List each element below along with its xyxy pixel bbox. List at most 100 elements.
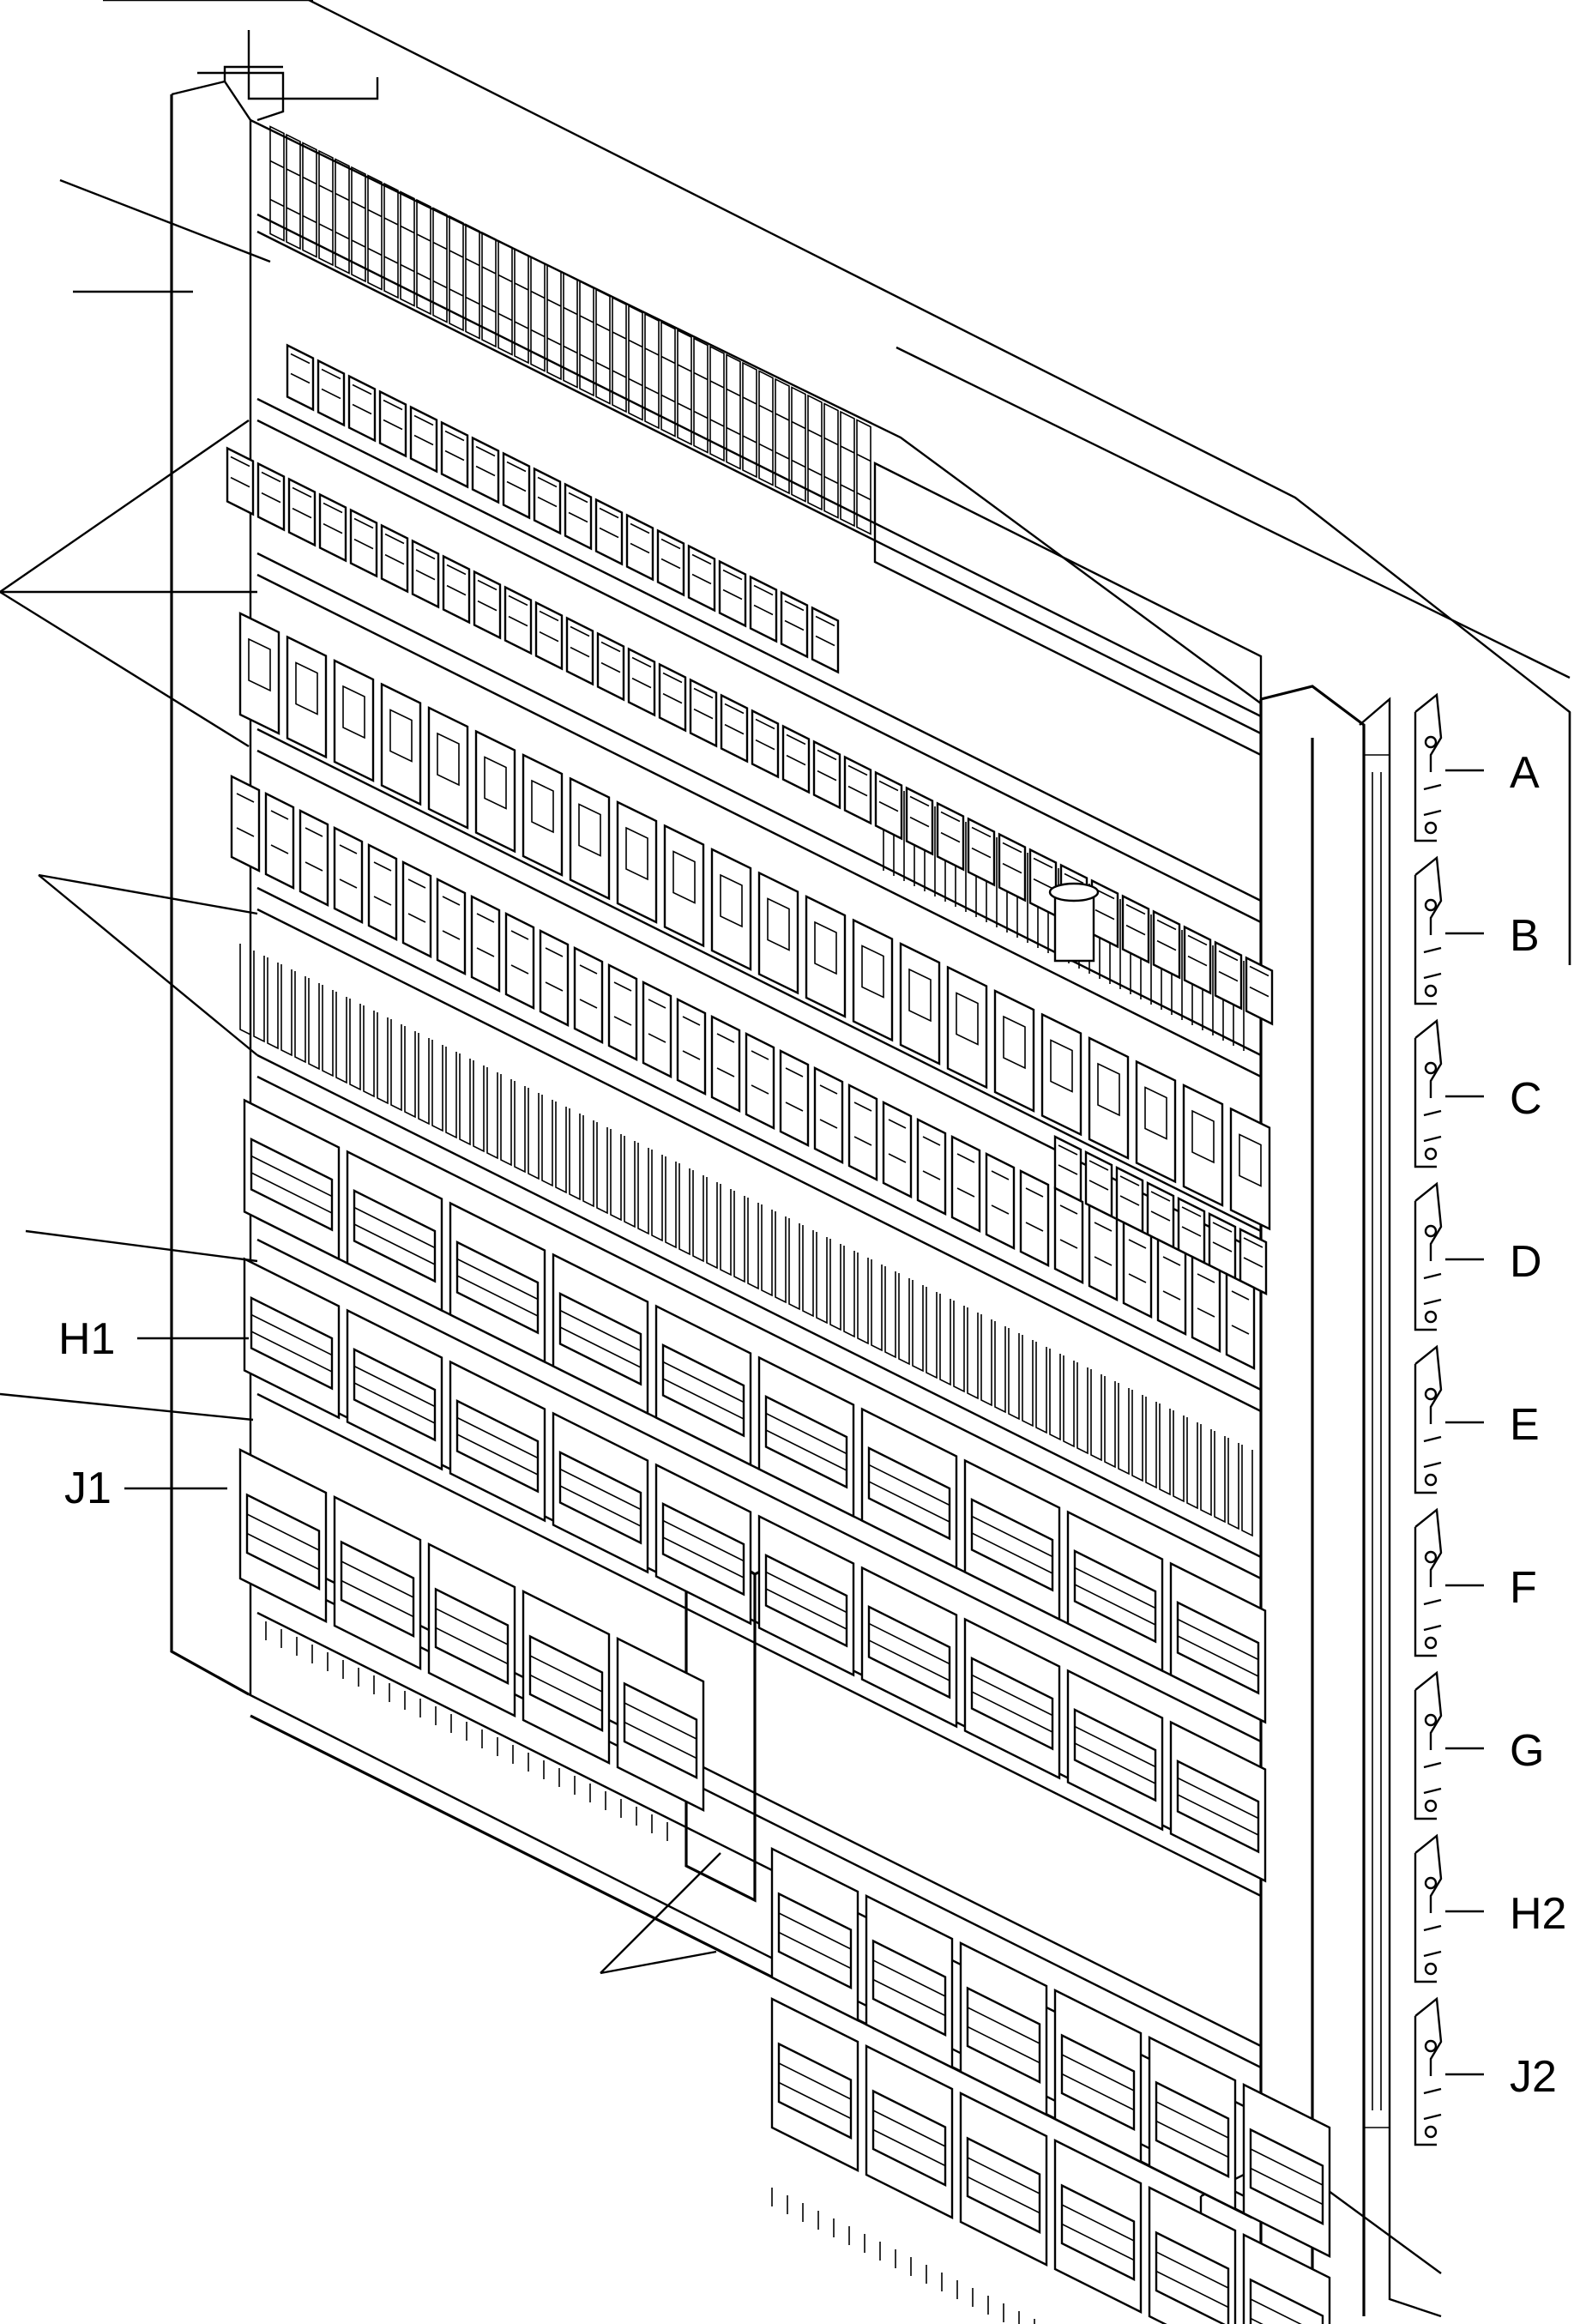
io-detail (778, 1912, 852, 1970)
terminal-block (546, 263, 562, 381)
io-module (449, 1201, 546, 1364)
io-detail (456, 1258, 539, 1317)
relay-detail (724, 703, 745, 735)
module (852, 918, 894, 1042)
module (663, 824, 705, 948)
module (1182, 1084, 1224, 1207)
terminal (994, 1321, 1006, 1414)
module-window (672, 850, 696, 904)
device (436, 878, 467, 975)
io-row-8b (770, 1847, 1331, 2258)
top-bracket (197, 65, 285, 122)
terminal-block (416, 198, 431, 316)
module (286, 635, 328, 759)
io-detail (456, 1416, 539, 1476)
io-module (1066, 1510, 1164, 1673)
device (779, 1049, 810, 1147)
device-detail (853, 1102, 872, 1146)
device (710, 1015, 741, 1113)
io-module (770, 1997, 859, 2172)
device (1156, 1238, 1187, 1336)
terminal (1022, 1335, 1034, 1428)
module-window (1144, 1086, 1167, 1140)
io-detail (529, 1655, 603, 1712)
device (1019, 1169, 1050, 1267)
device (985, 1152, 1016, 1250)
io-module (346, 1150, 443, 1313)
rail-5 (256, 886, 1262, 1391)
terminal (816, 1232, 828, 1325)
terminal-block (791, 386, 806, 503)
leader-4 (0, 420, 257, 748)
terminal (445, 1047, 457, 1139)
terminal-block (709, 345, 725, 462)
bracket-shape (1414, 1996, 1443, 2146)
terminal (1131, 1390, 1143, 1482)
io-module (1242, 2083, 1331, 2258)
device (401, 860, 432, 958)
relay (751, 709, 780, 779)
relay-detail (940, 811, 961, 843)
module-window (295, 661, 318, 715)
device-detail (510, 930, 529, 975)
relay (812, 739, 841, 810)
relay (718, 559, 747, 628)
terminal-block (481, 231, 497, 348)
terminal (294, 971, 306, 1064)
terminal-block (432, 207, 448, 323)
rail-3b (256, 573, 1262, 1078)
io-detail (435, 1608, 509, 1665)
terminal (871, 1259, 883, 1352)
bracket-hole (1424, 1876, 1438, 1890)
relay-detail (290, 353, 311, 384)
io-module (860, 1407, 958, 1570)
module-window (1097, 1062, 1120, 1117)
io-detail (624, 1702, 697, 1760)
io-module (860, 1566, 958, 1729)
terminal (678, 1163, 690, 1256)
label-c: C (1510, 1074, 1542, 1124)
terminal-block (465, 223, 480, 340)
relay-detail (537, 476, 558, 508)
terminal (761, 1204, 773, 1297)
relay (256, 462, 286, 532)
relay (1245, 956, 1274, 1026)
terminal (377, 1012, 389, 1105)
left-rail-inner (171, 80, 252, 1694)
bracket-h2 (1414, 1833, 1484, 1983)
relay-detail (755, 718, 775, 751)
terminal (802, 1225, 814, 1318)
device-detail (785, 1067, 804, 1112)
terminal (829, 1239, 841, 1331)
right-channel (1359, 697, 1442, 2318)
label-j2: J2 (1510, 2052, 1557, 2102)
device-detail (922, 1136, 941, 1180)
relay (627, 647, 656, 717)
bracket-hole (1424, 1310, 1438, 1324)
terminal (775, 1211, 787, 1304)
rail-9 (256, 1542, 1262, 2048)
relay-detail (1119, 1175, 1140, 1206)
terminal (898, 1273, 910, 1366)
label-e: E (1510, 1400, 1540, 1450)
relay-detail (1212, 1222, 1233, 1253)
module-window (1239, 1133, 1262, 1187)
sensor-cap (1048, 882, 1100, 902)
relay (347, 374, 377, 443)
relay-detail (786, 733, 806, 766)
relay (317, 359, 346, 427)
module-window (578, 803, 601, 857)
module-row-3 (238, 612, 1271, 1231)
io-detail (341, 1560, 414, 1618)
io-detail (765, 1571, 847, 1630)
module-window (342, 685, 365, 739)
relay (287, 477, 317, 547)
device-detail (1162, 1256, 1181, 1301)
terminal (665, 1156, 677, 1249)
relay-detail (352, 383, 372, 415)
terminal (459, 1053, 471, 1146)
io-module (1148, 2036, 1237, 2211)
relay (1214, 940, 1243, 1011)
io-detail (967, 2007, 1040, 2064)
